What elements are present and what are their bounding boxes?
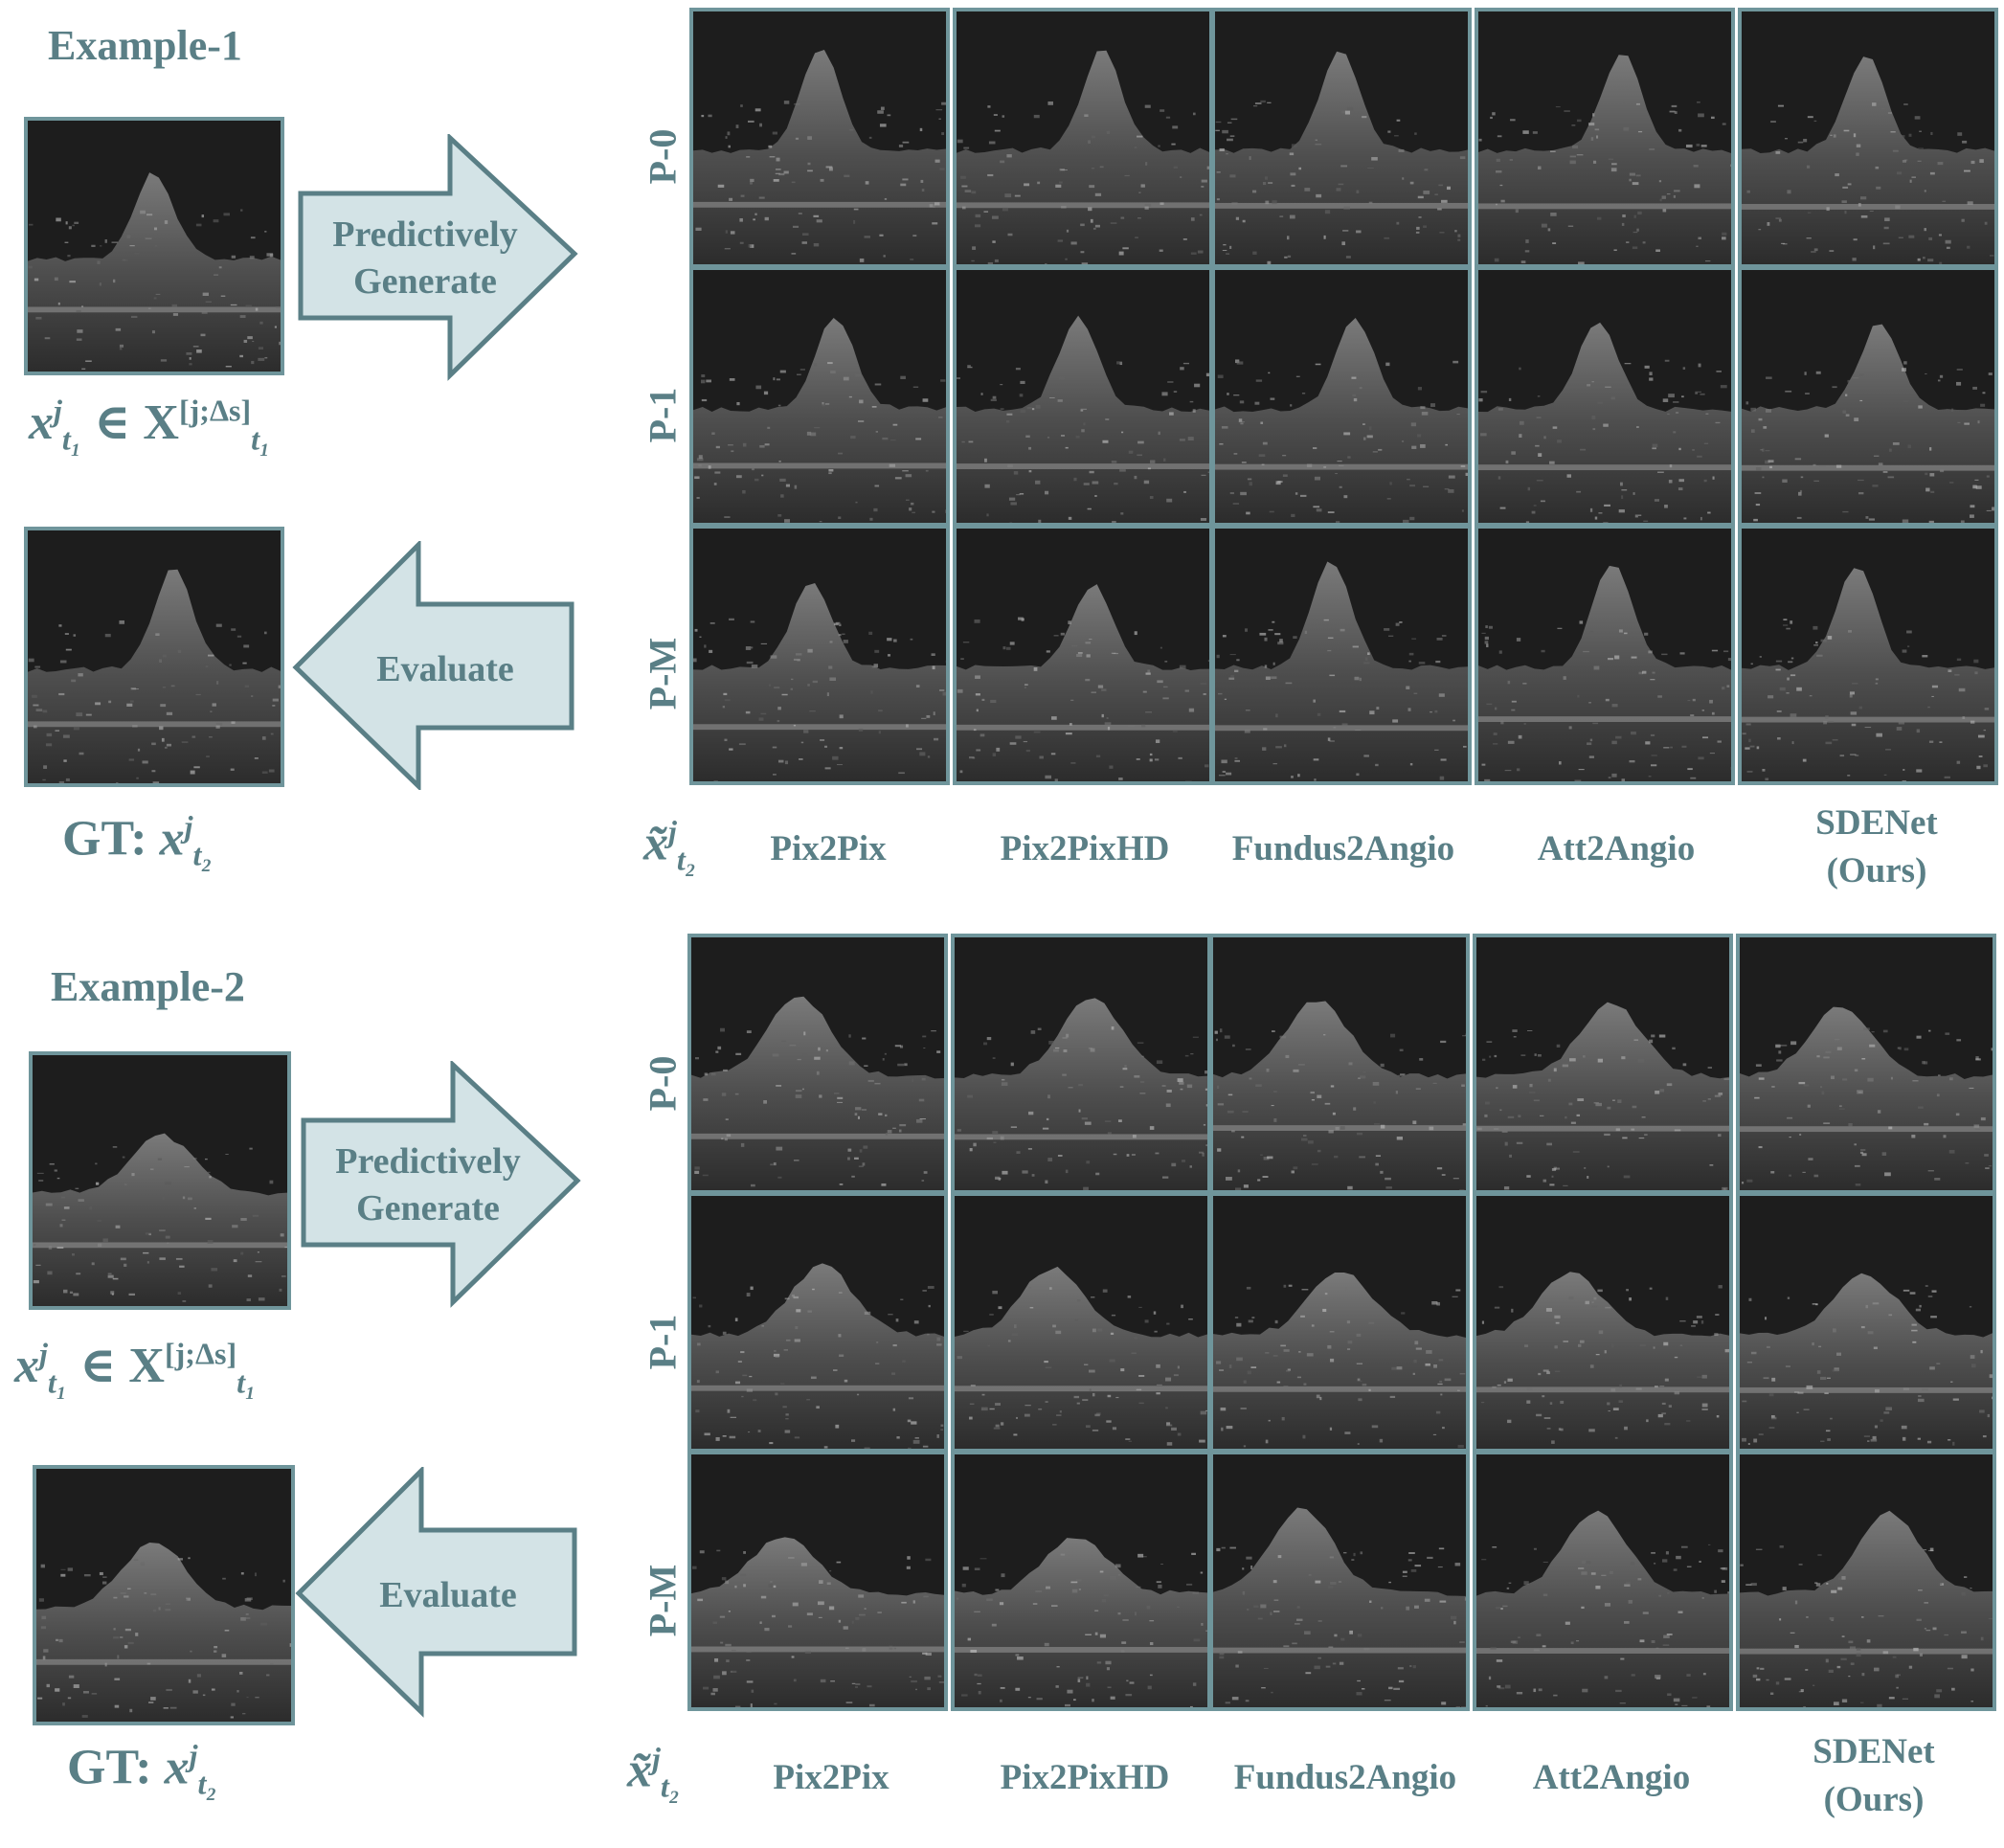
example-2-generate-line1: Predictively	[335, 1141, 520, 1182]
example-2-pred-r2-c1-image	[951, 1451, 1211, 1711]
example-2-pred-r0-c3-image	[1473, 934, 1733, 1194]
example-1-pred-r2-c2-image	[1211, 525, 1472, 785]
example-2-prediction-label: x̃jt₂	[627, 1741, 680, 1804]
example-2-row-label-pm: P-M	[641, 1564, 685, 1637]
example-2-pred-r1-c2-image	[1209, 1192, 1470, 1453]
example-2-row-label-p0: P-0	[641, 1055, 685, 1112]
example-2-method-att2angio: Att2Angio	[1532, 1758, 1691, 1797]
example-2-generate-arrow: Predictively Generate	[301, 1061, 581, 1308]
example-2-gt-image	[33, 1465, 295, 1725]
example-1-gt-image	[24, 527, 284, 787]
example-1-generate-line2: Generate	[353, 261, 497, 302]
example-1-pred-r0-c0-image	[689, 8, 950, 268]
example-2-input-image	[29, 1051, 291, 1310]
example-2-pred-r0-c2-image	[1209, 934, 1470, 1194]
example-1-evaluate-arrow: Evaluate	[292, 541, 574, 790]
example-2-pred-r1-c4-image	[1736, 1192, 1996, 1453]
example-2-pred-r2-c2-image	[1209, 1451, 1470, 1711]
example-2-evaluate-arrow: Evaluate	[295, 1467, 577, 1718]
example-2-pred-r1-c1-image	[951, 1192, 1211, 1453]
example-2-pred-r0-c1-image	[951, 934, 1211, 1194]
example-1-pred-r2-c0-image	[689, 525, 950, 785]
example-2-pred-r0-c0-image	[687, 934, 948, 1194]
example-2-pred-r0-c4-image	[1736, 934, 1996, 1194]
example-1-pred-r0-c2-image	[1211, 8, 1472, 268]
example-1-pred-r1-c4-image	[1738, 266, 1998, 527]
example-2-pred-r2-c3-image	[1473, 1451, 1733, 1711]
example-1-method-sdenet: SDENet (Ours)	[1752, 800, 2001, 895]
example-1-method-pix2pixhd: Pix2PixHD	[1000, 829, 1170, 868]
example-1-pred-r1-c1-image	[953, 266, 1213, 527]
example-1-pred-r0-c3-image	[1475, 8, 1735, 268]
example-1-method-fundus2angio: Fundus2Angio	[1231, 829, 1455, 868]
example-1-generate-arrow: Predictively Generate	[298, 134, 578, 381]
example-2-pred-r2-c4-image	[1736, 1451, 1996, 1711]
example-2-method-pix2pixhd: Pix2PixHD	[1000, 1758, 1170, 1797]
example-1-row-label-p1: P-1	[641, 387, 685, 443]
example-1-pred-r2-c3-image	[1475, 525, 1735, 785]
example-2-pred-r2-c0-image	[687, 1451, 948, 1711]
example-2-method-fundus2angio: Fundus2Angio	[1233, 1758, 1457, 1797]
example-1-method-att2angio: Att2Angio	[1537, 829, 1696, 868]
example-2-row-label-p1: P-1	[641, 1314, 685, 1370]
example-2-title: Example-2	[51, 963, 245, 1010]
example-1-row-label-pm: P-M	[641, 637, 685, 710]
example-1-title: Example-1	[48, 22, 242, 69]
example-2-gt-label: GT: xjt₂	[67, 1738, 217, 1801]
example-1-pred-r0-c4-image	[1738, 8, 1998, 268]
example-1-generate-line1: Predictively	[332, 214, 517, 255]
example-2-method-sdenet: SDENet (Ours)	[1749, 1728, 1998, 1824]
example-2-generate-line2: Generate	[356, 1188, 500, 1228]
example-1-row-label-p0: P-0	[641, 128, 685, 185]
example-2-evaluate-label: Evaluate	[379, 1575, 517, 1615]
example-1-pred-r1-c2-image	[1211, 266, 1472, 527]
example-1-prediction-label: x̃jt₂	[643, 814, 696, 877]
example-1-evaluate-label: Evaluate	[376, 649, 514, 689]
example-1-gt-label: GT: xjt₂	[62, 809, 213, 872]
example-2-method-sdenet-ours: (Ours)	[1823, 1780, 1925, 1819]
example-1-pred-r1-c3-image	[1475, 266, 1735, 527]
example-1-method-pix2pix: Pix2Pix	[770, 829, 887, 868]
example-2-pred-r1-c3-image	[1473, 1192, 1733, 1453]
example-1-pred-r2-c1-image	[953, 525, 1213, 785]
example-1-input-image	[24, 117, 284, 375]
example-1-input-label: xjt₁ ∈ X[j;Δs]t₁	[29, 393, 271, 457]
example-2-pred-r1-c0-image	[687, 1192, 948, 1453]
example-2-method-pix2pix: Pix2Pix	[773, 1758, 889, 1797]
example-1-pred-r2-c4-image	[1738, 525, 1998, 785]
example-1-pred-r0-c1-image	[953, 8, 1213, 268]
example-2-input-label: xjt₁ ∈ X[j;Δs]t₁	[14, 1336, 257, 1400]
example-1-pred-r1-c0-image	[689, 266, 950, 527]
example-1-method-sdenet-ours: (Ours)	[1826, 851, 1927, 890]
example-2-method-sdenet-name: SDENet	[1813, 1732, 1935, 1771]
example-1-method-sdenet-name: SDENet	[1815, 803, 1938, 843]
